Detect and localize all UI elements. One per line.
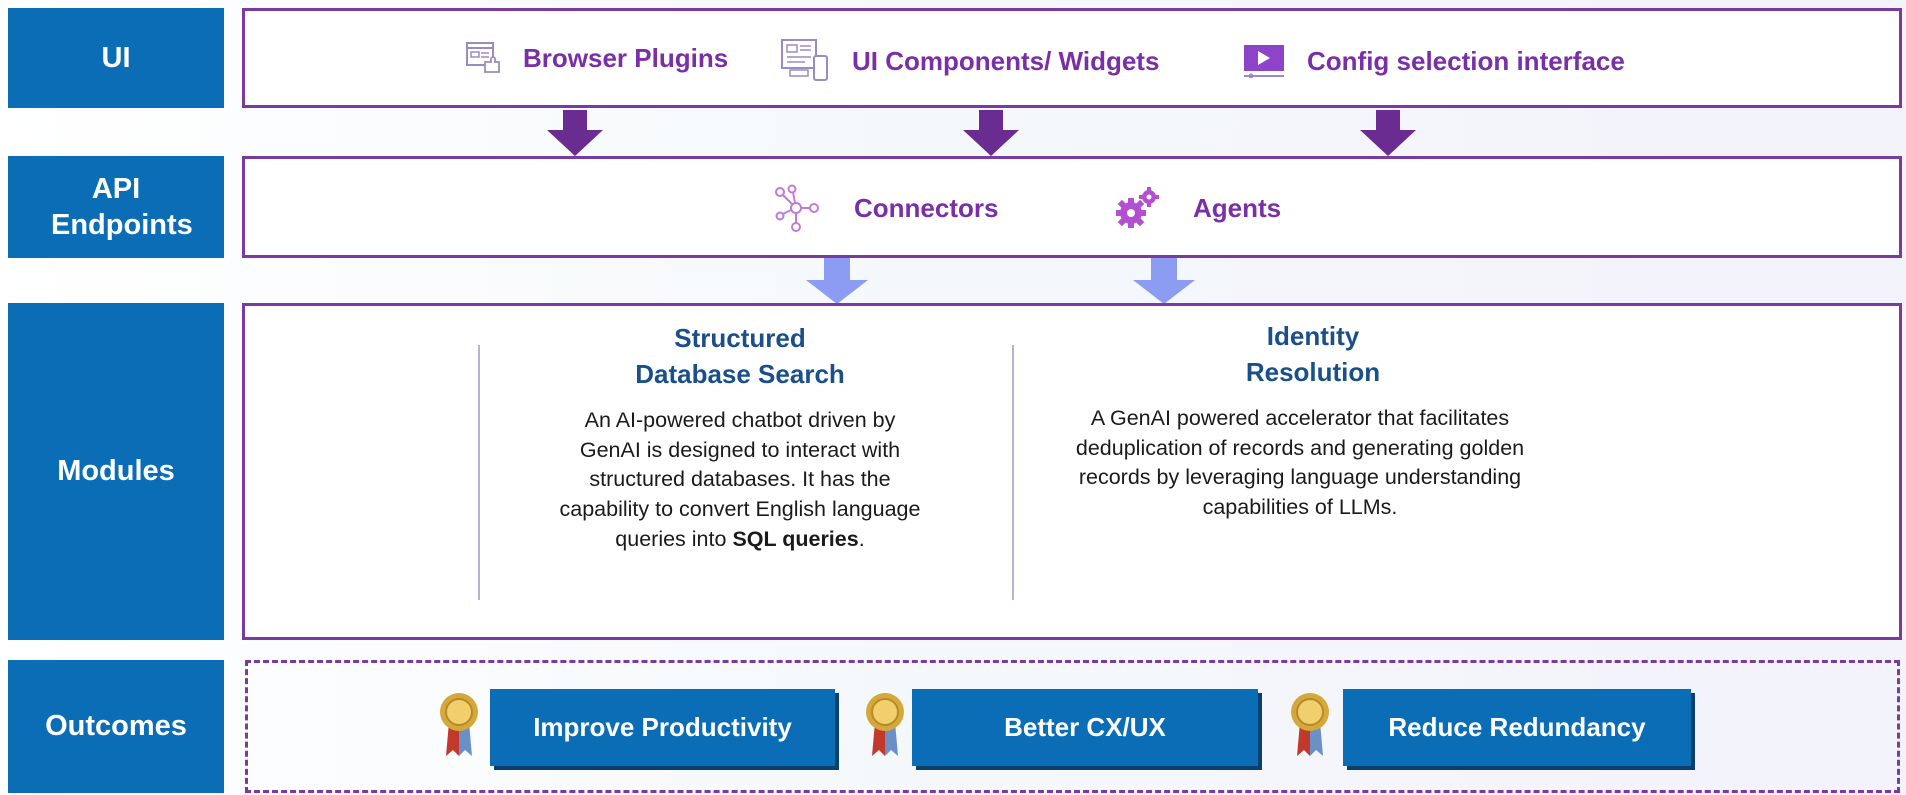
api-item-connectors[interactable]: Connectors — [772, 184, 998, 232]
devices-icon — [780, 38, 830, 84]
ui-item-label: UI Components/ Widgets — [852, 45, 1160, 76]
module-divider — [1012, 345, 1014, 600]
module-desc-text: queries into — [615, 526, 733, 551]
arrow-down-icon — [1133, 258, 1195, 304]
arrow-down-icon — [1360, 110, 1416, 156]
layer-label-outcomes: Outcomes — [8, 660, 224, 793]
ui-item-browser-plugins[interactable]: Browser Plugins — [465, 40, 728, 76]
module-title-line: Structured — [674, 323, 806, 353]
layer-label-api: API Endpoints — [8, 156, 224, 258]
outcome-improve-productivity[interactable]: Improve Productivity — [490, 689, 835, 766]
module-desc-line: A GenAI powered accelerator that facilit… — [1090, 406, 1510, 430]
module-title-structured-db: Structured Database Search — [590, 320, 890, 393]
layer-label-api-text: API Endpoints — [51, 172, 193, 241]
module-desc-line: An AI-powered chatbot driven by — [584, 408, 896, 432]
module-title-line: Database Search — [635, 359, 845, 390]
browser-plugin-icon — [465, 40, 501, 76]
module-title-identity: Identity Resolution — [1163, 318, 1463, 391]
module-desc-line: structured databases. It has the — [589, 467, 891, 492]
module-desc-line: capabilities of LLMs. — [1202, 494, 1398, 519]
modules-layer-box — [242, 303, 1902, 640]
ui-item-label: Config selection interface — [1307, 45, 1625, 76]
module-desc-line: deduplication of records and generating … — [1075, 435, 1525, 460]
module-title-line: Resolution — [1245, 357, 1381, 388]
medal-icon — [866, 693, 904, 756]
gears-icon — [1113, 186, 1161, 230]
network-nodes-icon — [772, 184, 820, 232]
layer-label-modules: Modules — [8, 303, 224, 640]
medal-icon — [440, 693, 478, 756]
module-desc-line: GenAI is designed to interact with — [579, 437, 901, 462]
arrow-down-icon — [547, 110, 603, 156]
api-item-label: Agents — [1193, 192, 1282, 223]
arrow-down-icon — [963, 110, 1019, 156]
medal-icon — [1291, 693, 1329, 756]
ui-item-ui-components[interactable]: UI Components/ Widgets — [780, 38, 1159, 84]
outcome-better-cx-ux[interactable]: Better CX/UX — [912, 689, 1258, 766]
module-desc-line: capability to convert English language — [559, 496, 921, 521]
module-desc-identity: A GenAI powered accelerator that facilit… — [1040, 404, 1560, 523]
video-play-icon — [1243, 44, 1285, 78]
outcomes-layer-box — [245, 660, 1900, 793]
module-desc-line: records by leveraging language understan… — [1078, 465, 1522, 490]
ui-layer-box — [242, 8, 1902, 108]
module-desc-line: queries into SQL queries. — [520, 525, 960, 555]
module-desc-text: . — [858, 526, 865, 551]
layer-label-ui: UI — [8, 8, 224, 108]
module-divider — [478, 345, 480, 600]
arrow-down-icon — [806, 258, 868, 304]
ui-item-label: Browser Plugins — [523, 42, 729, 73]
ui-item-config-selection[interactable]: Config selection interface — [1243, 44, 1625, 78]
api-item-label: Connectors — [854, 192, 999, 223]
api-layer-box — [242, 156, 1902, 258]
module-desc-structured-db: An AI-powered chatbot driven by GenAI is… — [520, 406, 960, 554]
module-desc-bold: SQL queries — [732, 526, 859, 551]
outcome-reduce-redundancy[interactable]: Reduce Redundancy — [1343, 689, 1691, 766]
module-title-line: Identity — [1266, 321, 1360, 351]
api-item-agents[interactable]: Agents — [1113, 186, 1281, 230]
